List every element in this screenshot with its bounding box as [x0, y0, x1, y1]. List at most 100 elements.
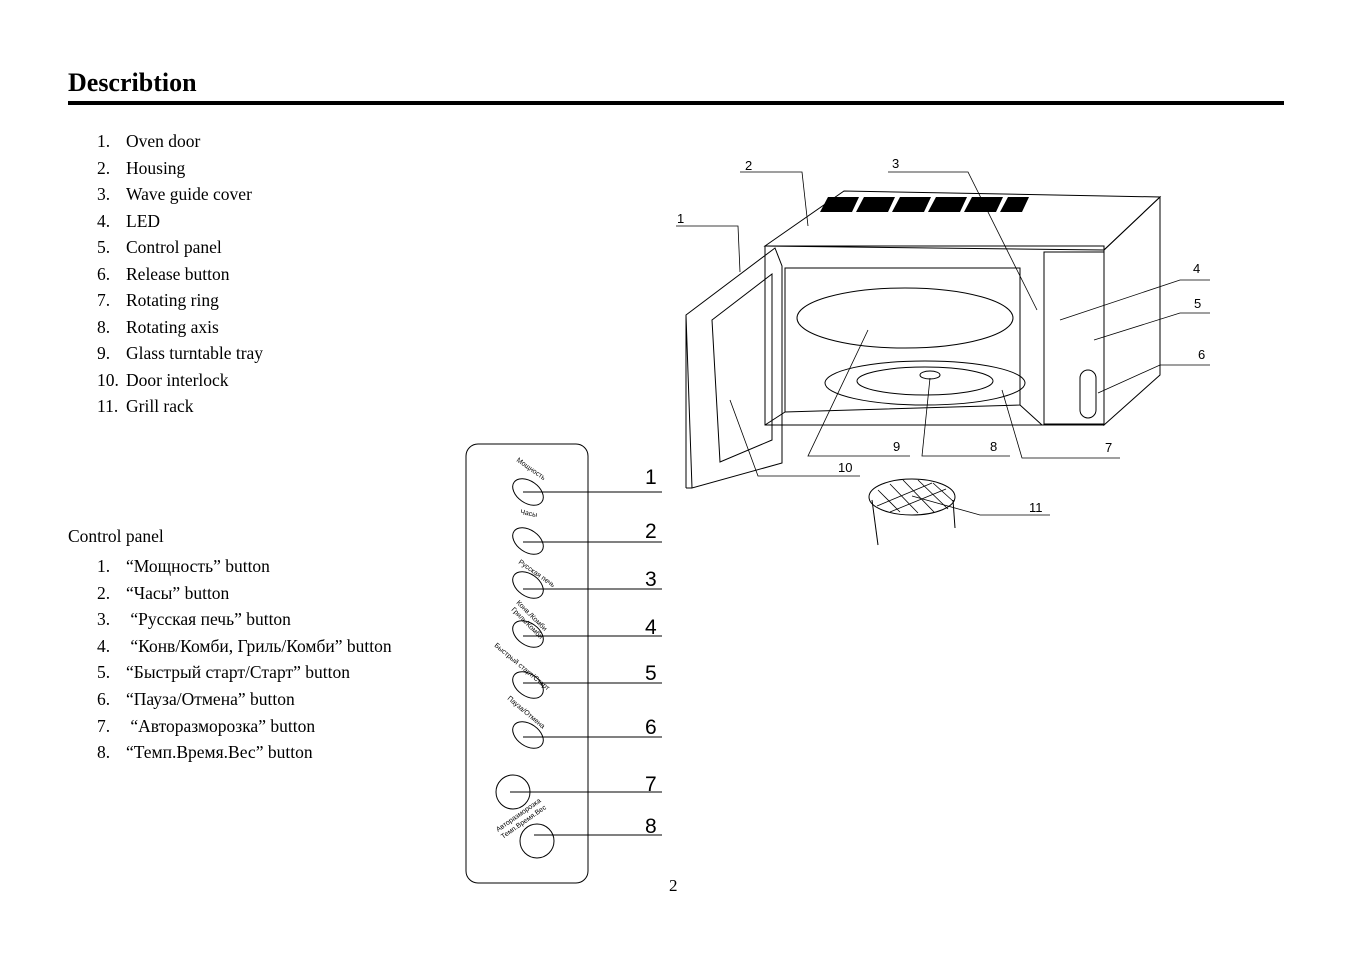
item-label: Glass turntable tray [126, 343, 264, 363]
item-number: 4. [97, 210, 111, 231]
list-item: 4. LED [97, 208, 263, 235]
page-title: Describtion [68, 68, 197, 97]
russian-oven-button[interactable] [508, 566, 548, 604]
callout-number: 2 [745, 158, 752, 173]
oven-control-strip [1043, 251, 1105, 425]
control-panel-list: 1.“Мощность” button 2.“Часы” button 3. “… [97, 553, 392, 766]
release-button-shape[interactable] [1079, 369, 1097, 419]
item-number: 3. [97, 184, 111, 204]
item-label: Housing [126, 157, 186, 178]
item-label: Rotating axis [126, 316, 219, 337]
power-button[interactable] [508, 473, 548, 511]
callout-number: 7 [1105, 440, 1112, 455]
item-number: 9. [97, 343, 111, 363]
clock-button[interactable] [508, 522, 548, 560]
list-item: 11.Grill rack [97, 393, 263, 420]
item-label: LED [126, 210, 161, 231]
quick-start-button[interactable] [508, 666, 548, 704]
callout-line [740, 171, 809, 227]
rotating-ring-inner [856, 366, 994, 396]
callout-number: 4 [1193, 261, 1200, 276]
title-rule [68, 101, 1284, 105]
vent-slot [892, 197, 931, 212]
callout-line [807, 329, 910, 457]
list-item: 7.Rotating ring [97, 287, 263, 314]
grill-rack [868, 478, 956, 516]
list-item: 7. “Авторазморозка” button [97, 713, 392, 740]
button-label: Часы [520, 509, 538, 519]
grill-hatch [932, 482, 955, 503]
grill-hatch [889, 488, 947, 513]
item-label: Door interlock [126, 369, 229, 390]
callout-line [911, 495, 1050, 516]
callout-number: 1 [677, 211, 684, 226]
item-number: 1. [97, 131, 111, 151]
item-label: Control panel [126, 237, 222, 257]
pause-cancel-button[interactable] [508, 716, 548, 754]
callout-number: 4 [645, 616, 657, 639]
callout-number: 11 [1029, 500, 1043, 515]
callout-line [676, 225, 741, 273]
item-label: “Русская печь” button [126, 609, 291, 630]
item-number: 5. [97, 662, 111, 683]
item-number: 6. [97, 263, 111, 284]
list-item: 6. Release button [97, 261, 263, 288]
item-label: “Авторазморозка” button [126, 715, 316, 736]
callout-number: 2 [645, 520, 657, 543]
oven-cavity [784, 267, 1021, 413]
list-item: 9. Glass turntable tray [97, 340, 263, 367]
temp-time-weight-knob[interactable] [519, 823, 555, 859]
item-label: “Быстрый старт/Старт” button [126, 662, 350, 683]
item-number: 7. [97, 715, 111, 736]
item-label: “Мощность” button [126, 556, 270, 576]
callout-number: 7 [645, 773, 657, 796]
vent-slot [928, 197, 967, 212]
item-number: 8. [97, 316, 111, 337]
item-label: Grill rack [126, 396, 194, 416]
vent-slot [964, 197, 1003, 212]
list-item: 4. “Конв/Комби, Гриль/Комби” button [97, 633, 392, 660]
item-label: Release button [126, 263, 230, 284]
item-label: “Часы” button [126, 582, 230, 603]
grill-rack-leg [871, 499, 879, 546]
conv-grill-combi-button[interactable] [508, 615, 548, 653]
callout-number: 9 [893, 439, 900, 454]
list-item: 6.“Пауза/Отмена” button [97, 686, 392, 713]
item-label: Oven door [126, 131, 201, 151]
rotating-ring [824, 360, 1026, 406]
callout-number: 3 [892, 156, 899, 171]
oven-door[interactable] [685, 247, 783, 489]
callout-line [921, 377, 1010, 457]
vent-slot [820, 197, 859, 212]
glass-tray [796, 287, 1014, 349]
list-item: 3.Wave guide cover [97, 181, 263, 208]
item-number: 5. [97, 237, 111, 257]
item-number: 6. [97, 688, 111, 709]
item-number: 2. [97, 157, 111, 178]
grill-hatch [902, 479, 935, 513]
item-number: 2. [97, 582, 111, 603]
callout-number: 6 [1198, 347, 1205, 362]
list-item: 5. Control panel [97, 234, 263, 261]
grill-hatch [889, 483, 919, 514]
callout-number: 3 [645, 568, 657, 591]
list-item: 8.“Темп.Время.Вес” button [97, 739, 392, 766]
callout-line [1093, 312, 1210, 341]
list-item: 2. “Часы” button [97, 580, 392, 607]
panel-outline [465, 443, 589, 884]
list-item: 2. Housing [97, 155, 263, 182]
item-label: “Темп.Время.Вес” button [126, 742, 313, 763]
callout-number: 1 [645, 466, 657, 489]
callout-number: 10 [838, 460, 852, 475]
parts-list: 1. Oven door 2. Housing 3.Wave guide cover… [97, 128, 263, 420]
item-number: 4. [97, 635, 111, 656]
list-item: 1. Oven door [97, 128, 263, 155]
item-number: 3. [97, 609, 111, 630]
item-label: “Конв/Комби, Гриль/Комби” button [126, 635, 392, 656]
callout-number: 8 [990, 439, 997, 454]
callout-line [1001, 389, 1120, 459]
callout-number: 5 [1194, 296, 1201, 311]
rotating-axis[interactable] [919, 370, 941, 380]
callout-number: 6 [645, 716, 657, 739]
